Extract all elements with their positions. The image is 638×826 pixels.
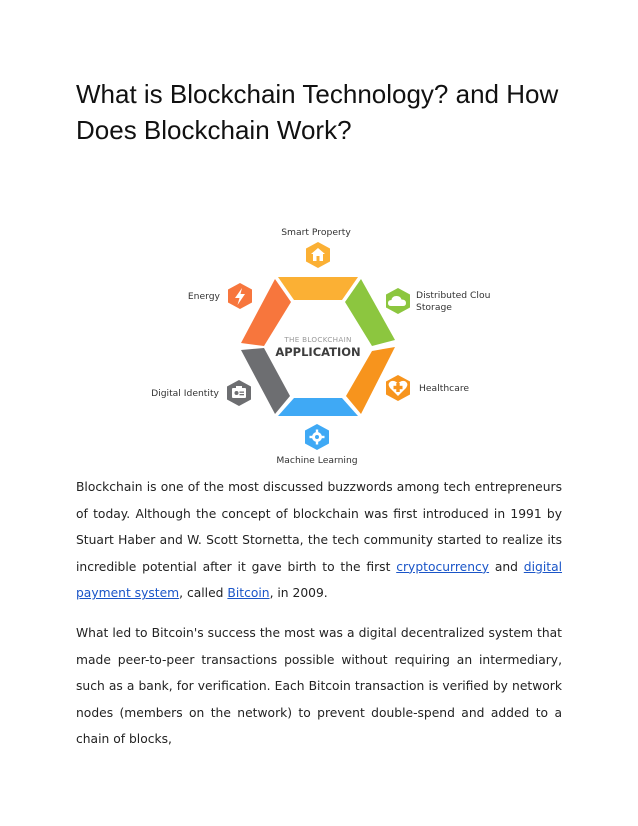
paragraph-intro: Blockchain is one of the most discussed … — [76, 474, 562, 607]
label-healthcare: Healthcare — [419, 383, 469, 394]
id-card-icon — [227, 380, 251, 406]
segment-energy — [241, 279, 291, 346]
house-icon — [306, 242, 330, 268]
link-bitcoin[interactable]: Bitcoin — [227, 586, 270, 601]
lightning-icon — [228, 283, 252, 309]
machine-learning-icon — [305, 424, 329, 450]
paragraph-intro-end: , in 2009. — [269, 586, 328, 601]
segment-healthcare — [346, 347, 395, 414]
segment-digital-identity — [241, 348, 290, 414]
paragraph-bitcoin-success: What led to Bitcoin's success the most w… — [76, 626, 562, 747]
label-smart-property: Smart Property — [281, 227, 351, 238]
label-machine-learning: Machine Learning — [276, 455, 357, 466]
link-digital-payment-system[interactable]: digital payment system — [76, 559, 563, 601]
link-cryptocurrency[interactable]: cryptocurrency — [396, 559, 490, 574]
cloud-icon — [386, 288, 410, 314]
label-distributed-cloud-line2: Storage — [416, 302, 452, 313]
segment-distributed-cloud — [345, 279, 395, 346]
center-subtitle: THE BLOCKCHAIN — [283, 335, 351, 344]
segment-machine-learning — [278, 398, 358, 416]
paragraph-intro-text: Blockchain is one of the most discussed … — [76, 480, 562, 574]
label-distributed-cloud: Distributed Cloud — [416, 290, 490, 301]
label-digital-identity: Digital Identity — [151, 388, 219, 399]
segment-smart-property — [278, 277, 358, 300]
center-title: APPLICATION — [275, 345, 360, 359]
paragraph-intro-called: , called — [179, 586, 228, 601]
label-energy: Energy — [188, 291, 221, 302]
healthcare-icon — [386, 375, 410, 401]
page-title: What is Blockchain Technology? and How D… — [76, 79, 559, 145]
paragraph-intro-and: and — [489, 559, 524, 574]
blockchain-application-diagram: THE BLOCKCHAIN APPLICATION Smart Propert… — [150, 222, 490, 470]
